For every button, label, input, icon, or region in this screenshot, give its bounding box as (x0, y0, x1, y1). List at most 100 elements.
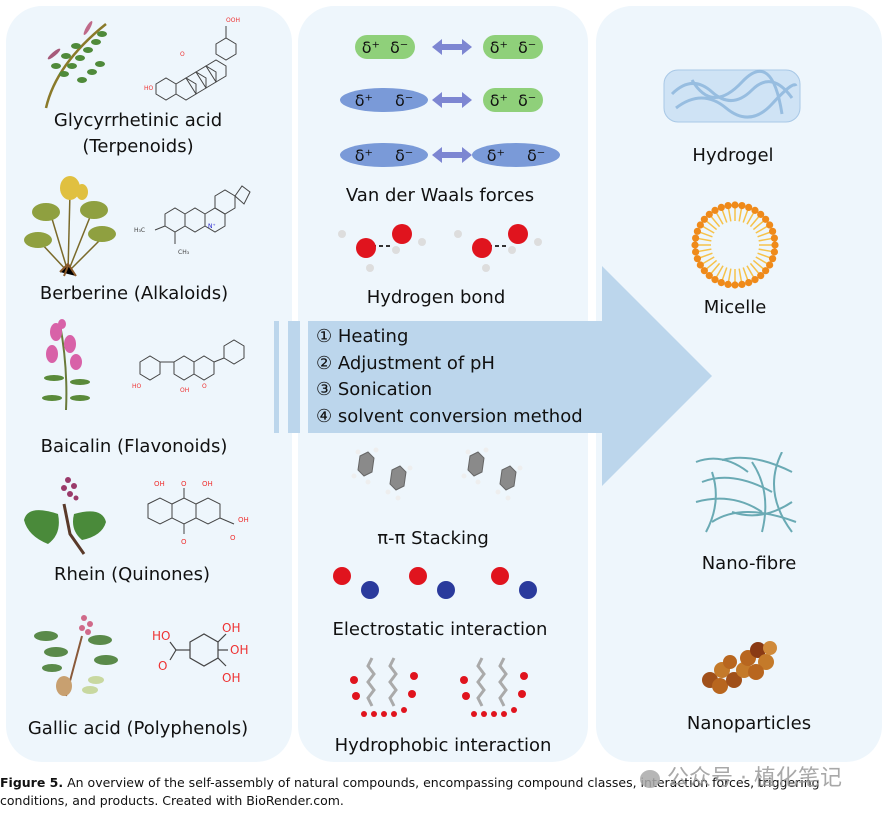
force-label-pi-stacking: π-π Stacking (377, 528, 489, 549)
micelle-head (724, 202, 732, 210)
micelle-head (731, 281, 739, 289)
svg-text:OH: OH (202, 480, 213, 488)
micelle-head (768, 227, 777, 235)
force-label-hydrogen-bond: Hydrogen bond (366, 287, 506, 308)
micelle-head (768, 255, 777, 263)
anion-icon (361, 581, 379, 599)
conditions-list: ① Heating ② Adjustment of pH ③ Sonicatio… (316, 324, 583, 430)
wechat-icon (640, 770, 660, 788)
micelle-head (700, 215, 708, 223)
arrow-tail-bar-1 (274, 321, 279, 433)
micelle-head (696, 261, 704, 269)
svg-text:OH: OH (238, 516, 249, 524)
micelle-head (711, 276, 719, 284)
rhein-structure-icon: OH O OH O OH O (147, 480, 249, 546)
hydrogel-icon (663, 69, 801, 123)
rhubarb-plant-icon (24, 477, 106, 555)
micelle-head (770, 248, 778, 256)
nano-fibre-icon (695, 452, 797, 533)
micelle-head (766, 221, 774, 229)
svg-text:OH: OH (222, 671, 240, 685)
licorice-plant-icon (44, 21, 107, 109)
product-label-micelle: Micelle (703, 297, 767, 318)
product-label-nanoparticles: Nanoparticles (686, 713, 812, 734)
dipole-green-right-2: δ⁺δ⁻ (483, 88, 543, 112)
micelle-head (691, 241, 699, 249)
dipole-blue-left-3: δ⁺δ⁻ (340, 143, 428, 167)
condition-solvent: ④ solvent conversion method (316, 405, 583, 427)
micelle-head (717, 278, 725, 287)
micelle-head (700, 267, 708, 275)
svg-text:CH₃: CH₃ (178, 249, 190, 256)
watermark-text: 公众号 · 植化笔记 (667, 766, 842, 791)
micelle-head (711, 206, 719, 214)
svg-text:O: O (230, 534, 236, 542)
hydrophobic-chains-icon (350, 657, 528, 717)
arrow-body (308, 266, 712, 486)
svg-text:O: O (180, 51, 185, 58)
micelle-head (696, 221, 704, 229)
dipole-blue-right-3: δ⁺δ⁻ (472, 143, 560, 167)
svg-text:OH: OH (180, 387, 189, 394)
svg-text:O: O (181, 538, 187, 546)
dipole-blue-left-2: δ⁺δ⁻ (340, 88, 428, 112)
watermark: 公众号 · 植化笔记 (640, 760, 842, 792)
nanoparticles-icon (702, 641, 777, 694)
force-label-hydrophobic: Hydrophobic interaction (334, 735, 552, 756)
caption-figure-number: Figure 5. (0, 775, 64, 790)
micelle-head (745, 278, 753, 287)
svg-text:OH: OH (154, 480, 165, 488)
svg-text:H₃C: H₃C (134, 227, 145, 234)
coptis-plant-icon (24, 176, 116, 277)
pi-stacking-benzene-icon (351, 447, 523, 501)
galla-plant-icon (34, 615, 118, 697)
micelle-head (771, 241, 779, 249)
micelle-head (762, 267, 770, 275)
svg-text:OH: OH (222, 621, 240, 635)
micelle-head (705, 210, 713, 218)
micelle-head (738, 202, 746, 210)
micelle-head (692, 234, 700, 242)
svg-text:O: O (181, 480, 187, 488)
cation-icon (409, 567, 427, 585)
svg-text:N⁺: N⁺ (208, 223, 216, 230)
svg-text:HO: HO (152, 629, 170, 643)
micelle-head (745, 203, 753, 212)
micelle-head (770, 234, 778, 242)
anion-icon (519, 581, 537, 599)
compound-class-terpenoids: (Terpenoids) (82, 136, 194, 157)
compound-label-rhein: Rhein (Quinones) (53, 564, 211, 585)
glycyrrhetinic-acid-structure-icon: OOH HO O (144, 17, 240, 101)
micelle-head (751, 276, 759, 284)
arrow-tail-bar-2 (288, 321, 300, 433)
double-arrow-icons (432, 39, 472, 163)
svg-text:OH: OH (230, 643, 248, 657)
double-arrow-icon (432, 92, 472, 108)
compound-label-berberine: Berberine (Alkaloids) (39, 283, 229, 304)
cation-icon (333, 567, 351, 585)
dipole-green-right-1: δ⁺δ⁻ (483, 35, 543, 59)
dipole-green-left-1: δ⁺δ⁻ (355, 35, 415, 59)
micelle-head (717, 203, 725, 212)
product-label-nano-fibre: Nano-fibre (701, 553, 797, 574)
micelle-head (762, 215, 770, 223)
micelle-head (766, 261, 774, 269)
micelle-head (724, 280, 732, 288)
compound-label-glycyrrhetinic-acid: Glycyrrhetinic acid (53, 110, 223, 131)
force-label-van-der-waals: Van der Waals forces (345, 185, 535, 206)
hydrogen-bond-water-molecules-icon (338, 224, 542, 272)
condition-ph: ② Adjustment of pH (316, 352, 495, 374)
force-label-electrostatic: Electrostatic interaction (332, 619, 548, 640)
compound-label-gallic-acid: Gallic acid (Polyphenols) (27, 718, 249, 739)
micelle-head (757, 210, 765, 218)
double-arrow-icon (432, 147, 472, 163)
compound-label-baicalin: Baicalin (Flavonoids) (40, 436, 228, 457)
micelle-head (692, 248, 700, 256)
anion-icon (437, 581, 455, 599)
cation-icon (491, 567, 509, 585)
micelle-head (693, 227, 702, 235)
svg-text:HO: HO (132, 383, 142, 390)
